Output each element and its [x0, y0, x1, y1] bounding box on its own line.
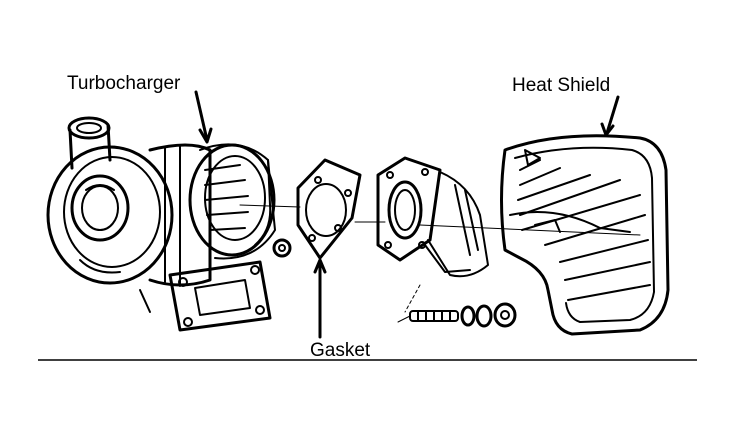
- alignment-lines: [239, 204, 641, 323]
- heat-shield-label: Heat Shield: [512, 75, 611, 96]
- turbocharger-drawing: [46, 116, 292, 332]
- turbocharger-label: Turbocharger: [67, 73, 181, 94]
- stud-and-nut-drawing: [409, 302, 517, 328]
- outlet-elbow-drawing: [376, 156, 489, 278]
- gasket-drawing: [296, 158, 362, 260]
- heat-shield-drawing: [500, 134, 670, 336]
- gasket-label: Gasket: [310, 340, 371, 361]
- turbocharger-pointer: [194, 90, 209, 142]
- heat-shield-pointer: [605, 95, 620, 135]
